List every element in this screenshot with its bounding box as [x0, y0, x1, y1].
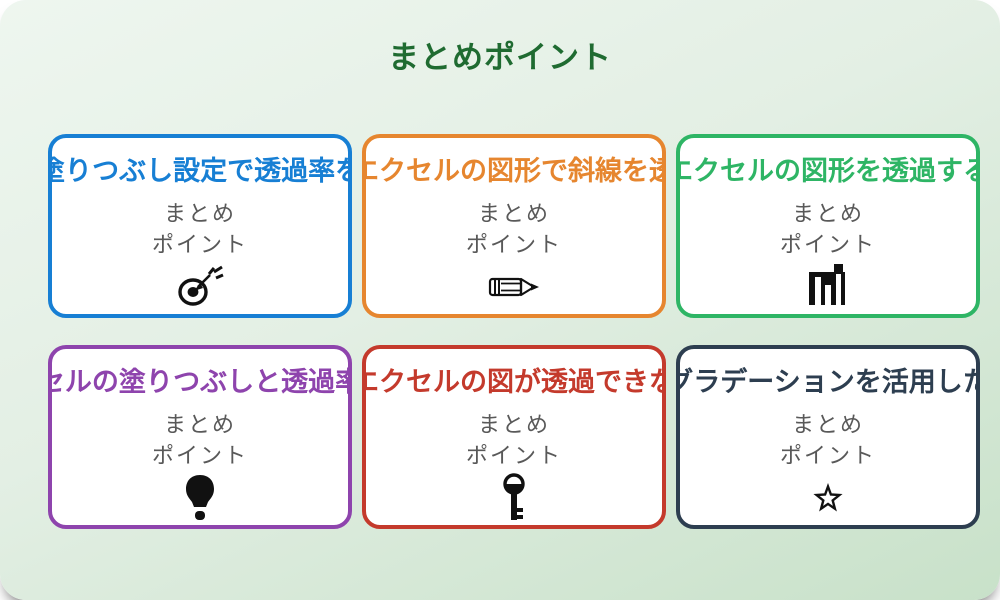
card-grid: 塗りつぶし設定で透過率を まとめ ポイント エクセルの図形で斜線を透 まとめ ポ… — [48, 134, 980, 529]
card-subtitle-line-1: まとめ — [163, 201, 236, 226]
card-subtitle-line-1: まとめ — [791, 412, 864, 437]
card-title: エクセルの図形を透過する — [680, 155, 976, 186]
card-title: エクセルの図形で斜線を透 — [366, 155, 662, 186]
bar-chart-icon — [680, 263, 976, 311]
summary-card-fill-transparency[interactable]: 塗りつぶし設定で透過率を まとめ ポイント — [48, 134, 352, 318]
key-icon — [366, 473, 662, 522]
card-title: グラデーションを活用した — [680, 366, 976, 397]
card-subtitle-line-2: ポイント — [465, 232, 562, 257]
summary-card-shape-diagonal[interactable]: エクセルの図形で斜線を透 まとめ ポイント — [362, 134, 666, 318]
star-icon — [680, 474, 976, 522]
summary-card-shape-transparent[interactable]: エクセルの図形を透過する まとめ ポイント — [676, 134, 980, 318]
card-title: セルの塗りつぶしと透過率 — [52, 366, 348, 397]
card-subtitle-line-1: まとめ — [477, 412, 550, 437]
card-subtitle-line-2: ポイント — [465, 443, 562, 468]
target-icon — [52, 263, 348, 311]
card-subtitle-line-2: ポイント — [151, 443, 248, 468]
page-title: まとめポイント — [388, 40, 612, 75]
card-subtitle-line-1: まとめ — [791, 201, 864, 226]
card-subtitle-line-2: ポイント — [151, 232, 248, 257]
summary-card-figure-cannot[interactable]: エクセルの図が透過できな まとめ ポイント — [362, 345, 666, 529]
card-title: エクセルの図が透過できな — [366, 366, 662, 397]
card-subtitle-line-1: まとめ — [163, 412, 236, 437]
card-subtitle-line-2: ポイント — [779, 443, 876, 468]
pencil-icon — [366, 263, 662, 311]
card-subtitle-line-1: まとめ — [477, 201, 550, 226]
card-title: 塗りつぶし設定で透過率を — [52, 155, 348, 186]
summary-card-cell-fill[interactable]: セルの塗りつぶしと透過率 まとめ ポイント — [48, 345, 352, 529]
summary-card-gradient[interactable]: グラデーションを活用した まとめ ポイント — [676, 345, 980, 529]
card-subtitle-line-2: ポイント — [779, 232, 876, 257]
lightbulb-icon — [52, 474, 348, 522]
